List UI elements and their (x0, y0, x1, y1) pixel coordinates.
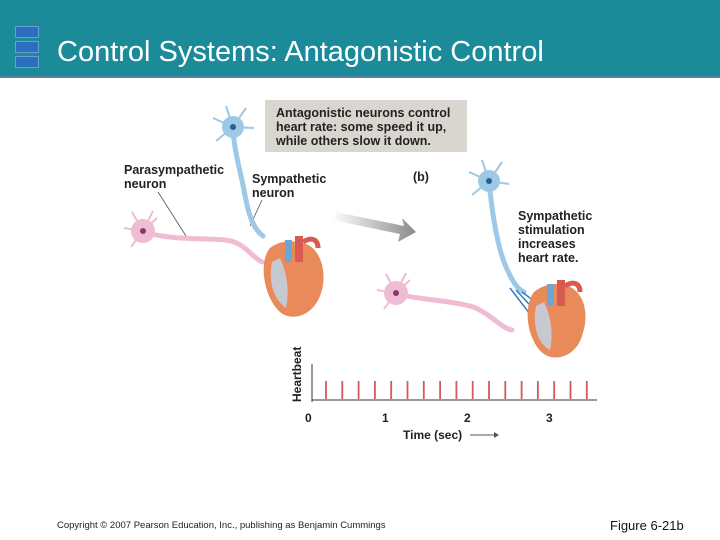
transition-arrow (332, 212, 416, 242)
parasympathetic-pointer-line (157, 191, 187, 237)
figure-number: Figure 6-21b (610, 518, 684, 533)
heartbeat-marks (325, 381, 588, 399)
tick-label-3: 3 (546, 411, 553, 425)
heart-right (527, 280, 586, 358)
slide-title: Control Systems: Antagonistic Control (57, 36, 544, 68)
tick-label-1: 1 (382, 411, 389, 425)
tick-label-2: 2 (464, 411, 471, 425)
sympathetic-neuron-left (212, 105, 266, 239)
tick-label-0: 0 (305, 411, 312, 425)
sympathetic-neuron-label: Sympathetic neuron (252, 172, 327, 200)
heartbeat-graph: Heartbeat Time (sec) 0 1 2 3 (290, 347, 597, 442)
parasympathetic-neuron-label: Parasympathetic neuron (124, 163, 225, 191)
parasympathetic-neuron-right (376, 272, 515, 333)
graph-xlabel: Time (sec) (403, 428, 462, 442)
graph-ylabel: Heartbeat (290, 347, 304, 402)
title-bar (0, 0, 720, 76)
time-axis-arrowhead (494, 432, 499, 438)
caption-text: Antagonistic neurons control heart rate:… (276, 106, 451, 148)
stimulation-label: Sympathetic stimulation increases heart … (518, 209, 593, 265)
panel-label: (b) (413, 170, 429, 184)
title-divider (0, 76, 720, 78)
caption-box (265, 100, 467, 152)
copyright-text: Copyright © 2007 Pearson Education, Inc.… (57, 520, 386, 531)
parasympathetic-neuron-left (123, 210, 265, 265)
heart-left (263, 236, 324, 317)
slide-logo-icon (15, 26, 39, 68)
